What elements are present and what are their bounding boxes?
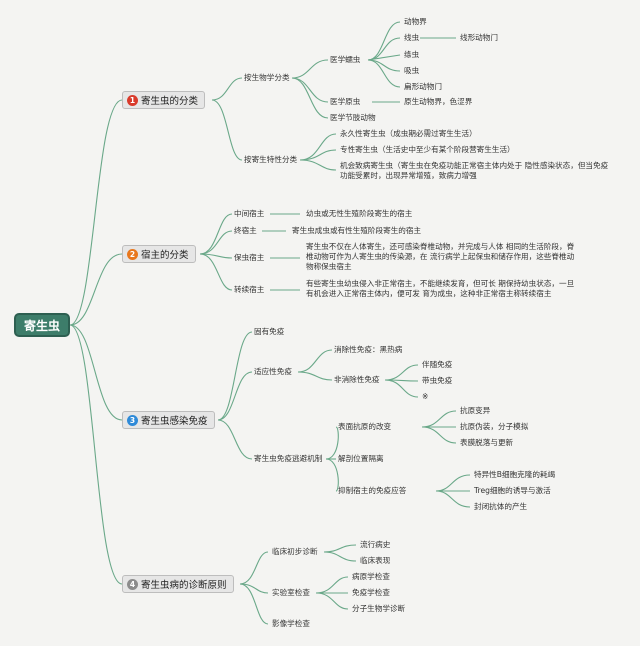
leaf-node: 机会致病寄生虫（寄生虫在免疫功能正常宿主体内处于 隐性感染状态，但当免疫功能受累… — [340, 161, 609, 180]
leaf-node: 专性寄生虫（生活史中至少有某个阶段营寄生生活） — [340, 145, 515, 154]
leaf-note: 幼虫或无性生殖阶段寄生的宿主 — [306, 209, 413, 218]
category-label: 寄生虫感染免疫 — [141, 416, 208, 427]
leaf-node: 永久性寄生虫（成虫期必需过寄生生活） — [340, 129, 477, 138]
node-arthropod[interactable]: 医学节肢动物 — [330, 113, 376, 122]
leaf-note: 有些寄生虫幼虫侵入非正常宿主，不能继续发育，但可长 期保持幼虫状态，一旦有机会进… — [306, 279, 575, 298]
leaf-node: 抗原伪装，分子模拟 — [460, 422, 529, 431]
node-paratenic-host[interactable]: 转续宿主 — [234, 285, 265, 294]
category-node-hosts[interactable]: 2 宿主的分类 — [122, 245, 196, 263]
node-reservoir-host[interactable]: 保虫宿主 — [234, 253, 265, 262]
category-label: 寄生虫病的诊断原则 — [141, 580, 227, 591]
category-label: 寄生虫的分类 — [141, 96, 199, 107]
category-node-immunity[interactable]: 3 寄生虫感染免疫 — [122, 411, 215, 429]
leaf-node: 扁形动物门 — [404, 82, 442, 91]
node-imaging[interactable]: 影像学检查 — [272, 619, 310, 628]
node-surface-antigen[interactable]: 表面抗原的改变 — [338, 422, 392, 431]
node-suppress-response[interactable]: 抑制宿主的免疫应答 — [338, 486, 407, 495]
node-anatomic-isolation[interactable]: 解剖位置隔离 — [338, 454, 384, 463]
leaf-node: 带虫免疫 — [422, 376, 453, 385]
leaf-node: 消除性免疫：黑热病 — [334, 345, 403, 354]
leaf-node: 动物界 — [404, 17, 427, 26]
leaf-node: 伴随免疫 — [422, 360, 453, 369]
leaf-node: 特异性B细胞克隆的耗竭 — [474, 470, 556, 479]
leaf-node: 封闭抗体的产生 — [474, 502, 528, 511]
leaf-note: 原生动物界，色涩界 — [404, 97, 473, 106]
node-bio-classification[interactable]: 按生物学分类 — [244, 73, 290, 82]
leaf-note: 寄生虫不仅在人体寄生，还可感染脊椎动物，并完成与人体 相同的生活阶段，脊椎动物可… — [306, 242, 575, 271]
leaf-node: 免疫学检查 — [352, 588, 390, 597]
leaf-node: 病原学检查 — [352, 572, 390, 581]
node-trait-classification[interactable]: 按寄生特性分类 — [244, 155, 298, 164]
category-number-badge: 1 — [127, 94, 138, 106]
node-intermediate-host[interactable]: 中间宿主 — [234, 209, 265, 218]
leaf-node: 吸虫 — [404, 66, 420, 75]
node-helminth[interactable]: 医学蠕虫 — [330, 55, 361, 64]
leaf-node: 绦虫 — [404, 50, 420, 59]
leaf-node: 分子生物学诊断 — [352, 604, 406, 613]
node-non-sterilizing[interactable]: 非消除性免疫 — [334, 375, 380, 384]
leaf-node: ※ — [422, 392, 429, 401]
branch-root-cat2 — [69, 253, 123, 326]
node-adaptive-immunity[interactable]: 适应性免疫 — [254, 367, 292, 376]
node-protozoa[interactable]: 医学原虫 — [330, 97, 361, 106]
node-lab-tests[interactable]: 实验室检查 — [272, 588, 310, 597]
node-clinical-diagnosis[interactable]: 临床初步诊断 — [272, 547, 318, 556]
category-node-diagnosis[interactable]: 4 寄生虫病的诊断原则 — [122, 575, 234, 593]
category-number-badge: 4 — [127, 578, 138, 590]
category-number-badge: 3 — [127, 414, 138, 426]
leaf-node: Treg细胞的诱导与激活 — [474, 486, 551, 495]
leaf-node: 线虫 — [404, 33, 420, 42]
leaf-node: 表膜脱落与更新 — [460, 438, 514, 447]
node-definitive-host[interactable]: 终宿主 — [234, 226, 257, 235]
node-innate-immunity[interactable]: 固有免疫 — [254, 327, 285, 336]
branch-root-cat1 — [69, 99, 123, 326]
leaf-note: 线形动物门 — [460, 33, 498, 42]
leaf-node: 抗原变异 — [460, 406, 491, 415]
leaf-node: 临床表现 — [360, 556, 391, 565]
category-node-classification[interactable]: 1 寄生虫的分类 — [122, 91, 206, 109]
branch-root-cat4 — [69, 324, 123, 585]
leaf-note: 寄生虫成虫或有性生殖阶段寄生的宿主 — [292, 226, 422, 235]
leaf-node: 流行病史 — [360, 540, 391, 549]
branch-root-cat3 — [69, 324, 123, 421]
node-immune-evasion[interactable]: 寄生虫免疫逃避机制 — [254, 454, 323, 463]
category-number-badge: 2 — [127, 248, 138, 260]
category-label: 宿主的分类 — [141, 250, 189, 261]
root-node[interactable]: 寄生虫 — [14, 313, 70, 337]
